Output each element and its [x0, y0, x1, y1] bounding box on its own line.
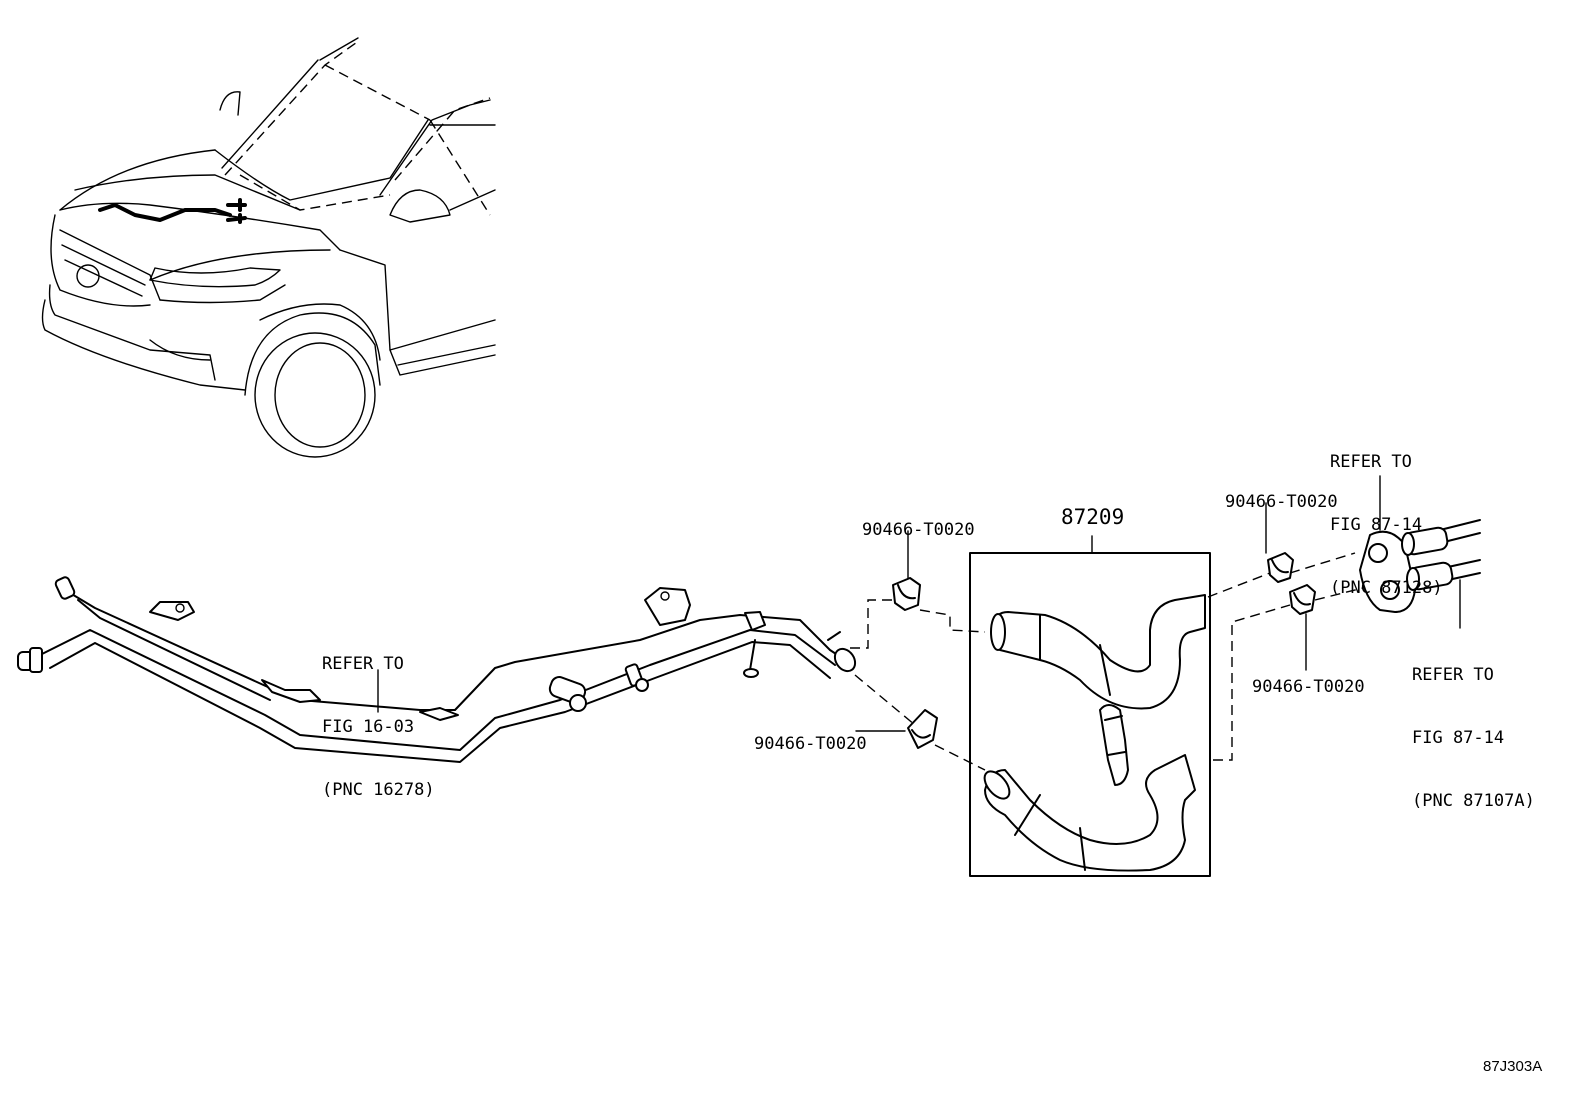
hose-kit-87209: [969, 535, 1211, 877]
refer-87128-line1: REFER TO: [1330, 452, 1412, 472]
refer-87107a-line2: FIG 87-14: [1412, 728, 1505, 748]
heater-flange-pipes: [1359, 475, 1481, 629]
refer-label-16-03: REFER TO FIG 16-03 (PNC 16278): [322, 612, 435, 822]
clamp-upper-right: [1265, 502, 1294, 583]
refer-87128-line2: FIG 87-14: [1330, 515, 1423, 535]
refer-label-87107a: REFER TO FIG 87-14 (PNC 87107A): [1412, 623, 1535, 833]
refer-87128-line3: (PNC 87128): [1330, 578, 1443, 598]
part-number-87209: 87209: [1061, 505, 1125, 529]
refer-16-03-line1: REFER TO: [322, 654, 404, 674]
clamp-lower-right: [1289, 584, 1316, 671]
refer-16-03-line3: (PNC 16278): [322, 780, 435, 800]
refer-87107a-line1: REFER TO: [1412, 665, 1494, 685]
clamp-label-a: 90466-T0020: [862, 520, 975, 540]
refer-87107a-line3: (PNC 87107A): [1412, 791, 1535, 811]
vehicle-illustration: [41, 37, 496, 458]
clamp-label-d: 90466-T0020: [1252, 677, 1365, 697]
clamp-lower-left: [855, 709, 938, 749]
heater-pipe-assembly: [17, 576, 857, 763]
refer-label-87128: REFER TO FIG 87-14 (PNC 87128): [1330, 410, 1443, 620]
clamp-upper-left: [892, 530, 921, 611]
clamp-label-b: 90466-T0020: [754, 734, 867, 754]
figure-id: 87J303A: [1483, 1058, 1543, 1075]
clamp-label-c: 90466-T0020: [1225, 492, 1338, 512]
refer-16-03-line2: FIG 16-03: [322, 717, 415, 737]
